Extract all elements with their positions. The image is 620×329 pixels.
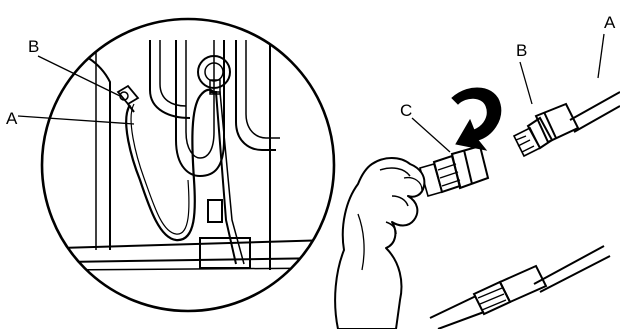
hand-illustration: [335, 158, 424, 329]
leader-line-a-right: [598, 34, 604, 78]
label-c: C: [400, 101, 412, 120]
fitting-b: [514, 104, 578, 156]
assembled-connection: [430, 246, 610, 329]
leader-line-c: [412, 118, 450, 152]
label-a-right: A: [604, 13, 616, 32]
detail-circle-border: [42, 19, 334, 311]
rotation-arrow-icon: [452, 88, 501, 150]
label-b-left: B: [28, 37, 39, 56]
label-a-left: A: [6, 109, 18, 128]
leader-line-b-right: [520, 62, 532, 104]
label-b-right: B: [516, 41, 527, 60]
left-callouts: [18, 56, 134, 124]
detail-circle-view: [42, 19, 334, 311]
leader-line-a-left: [18, 116, 134, 124]
connector-c: [420, 146, 488, 196]
